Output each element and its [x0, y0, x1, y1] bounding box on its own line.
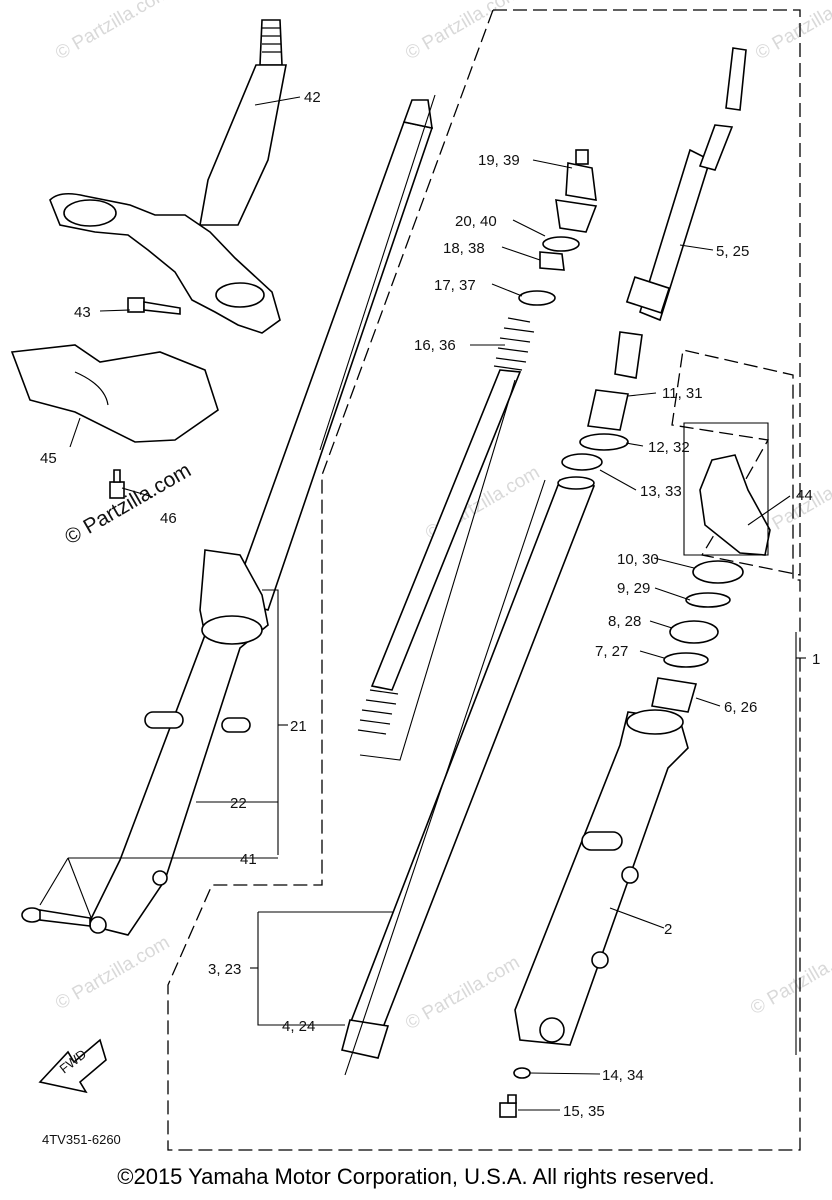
callout-11: 11, 31 — [662, 385, 703, 402]
drain-bolt-15 — [499, 1094, 517, 1118]
clip-9 — [685, 592, 731, 608]
callout-43: 43 — [74, 304, 91, 321]
diagram-code: 4TV351-6260 — [42, 1132, 121, 1147]
callout-42: 42 — [304, 89, 321, 106]
callout-10: 10, 30 — [617, 551, 659, 568]
callout-9: 9, 29 — [617, 580, 650, 597]
headlight-bracket-part — [10, 344, 219, 443]
callout-labels: 42 43 45 46 19, 39 20, 40 18, 38 17, 37 … — [40, 89, 820, 1120]
callout-41: 41 — [240, 851, 257, 868]
oil-seal-8 — [669, 620, 719, 644]
bolt-41-part — [21, 907, 91, 927]
watermark-text: © Partzilla.com — [402, 952, 523, 1034]
callout-5: 5, 25 — [716, 243, 749, 260]
callout-8: 8, 28 — [608, 613, 641, 630]
washer-7 — [663, 652, 709, 668]
callout-7: 7, 27 — [595, 643, 628, 660]
copyright-notice: ©2015 Yamaha Motor Corporation, U.S.A. A… — [117, 1164, 715, 1189]
callout-17: 17, 37 — [434, 277, 476, 294]
callout-21: 21 — [290, 718, 307, 735]
watermark-text: © Partzilla.com — [747, 937, 832, 1019]
bracket-clamp-right — [215, 282, 265, 308]
callout-20: 20, 40 — [455, 213, 497, 230]
fork-assembly-dashed-boundary — [167, 9, 801, 1151]
callout-16: 16, 36 — [414, 337, 456, 354]
guide-line — [344, 479, 546, 1076]
piston-11 — [614, 331, 643, 379]
bracket-21 — [262, 589, 279, 855]
callout-15: 15, 35 — [563, 1103, 605, 1120]
washer-14 — [513, 1067, 531, 1079]
bushing-6 — [651, 677, 698, 713]
dust-seal-10 — [692, 560, 744, 584]
left-outer-tube-part — [86, 549, 269, 936]
damper-rod-part — [555, 149, 598, 233]
ring-13 — [561, 453, 603, 471]
bushing-11 — [587, 389, 629, 431]
callout-46: 46 — [160, 510, 177, 527]
callout-14: 14, 34 — [602, 1067, 644, 1084]
washer-17 — [518, 290, 556, 306]
partzilla-brand-watermark: © Partzilla.com — [61, 459, 195, 550]
callout-19: 19, 39 — [478, 152, 520, 169]
callout-13: 13, 33 — [640, 483, 682, 500]
callout-18: 18, 38 — [443, 240, 485, 257]
steering-stem-part — [199, 19, 287, 226]
guide-line — [319, 94, 436, 451]
callout-22: 22 — [230, 795, 247, 812]
callout-1: 1 — [812, 651, 820, 668]
bolt-43-part — [127, 297, 181, 315]
guide-line — [359, 379, 516, 761]
left-outer-tube-top — [201, 615, 263, 645]
fork-spring-part — [357, 317, 535, 735]
o-ring-20 — [542, 236, 580, 252]
callout-44: 44 — [796, 487, 813, 504]
callout-12: 12, 32 — [648, 439, 690, 456]
watermark-text: © Partzilla.com — [52, 0, 173, 64]
callout-6: 6, 26 — [724, 699, 757, 716]
bracket-clamp-left — [63, 199, 117, 227]
bracket-44 — [683, 422, 769, 556]
ring-12 — [579, 433, 629, 451]
callout-2: 2 — [664, 921, 672, 938]
nut-18 — [539, 251, 565, 271]
bolt-46-part — [109, 469, 125, 499]
fwd-arrow-icon: FWD — [38, 1038, 107, 1094]
right-outer-tube-part — [514, 711, 689, 1046]
callout-3: 3, 23 — [208, 961, 241, 978]
callout-4: 4, 24 — [282, 1018, 315, 1035]
callout-45: 45 — [40, 450, 57, 467]
watermark-text: © Partzilla.com — [52, 932, 173, 1014]
